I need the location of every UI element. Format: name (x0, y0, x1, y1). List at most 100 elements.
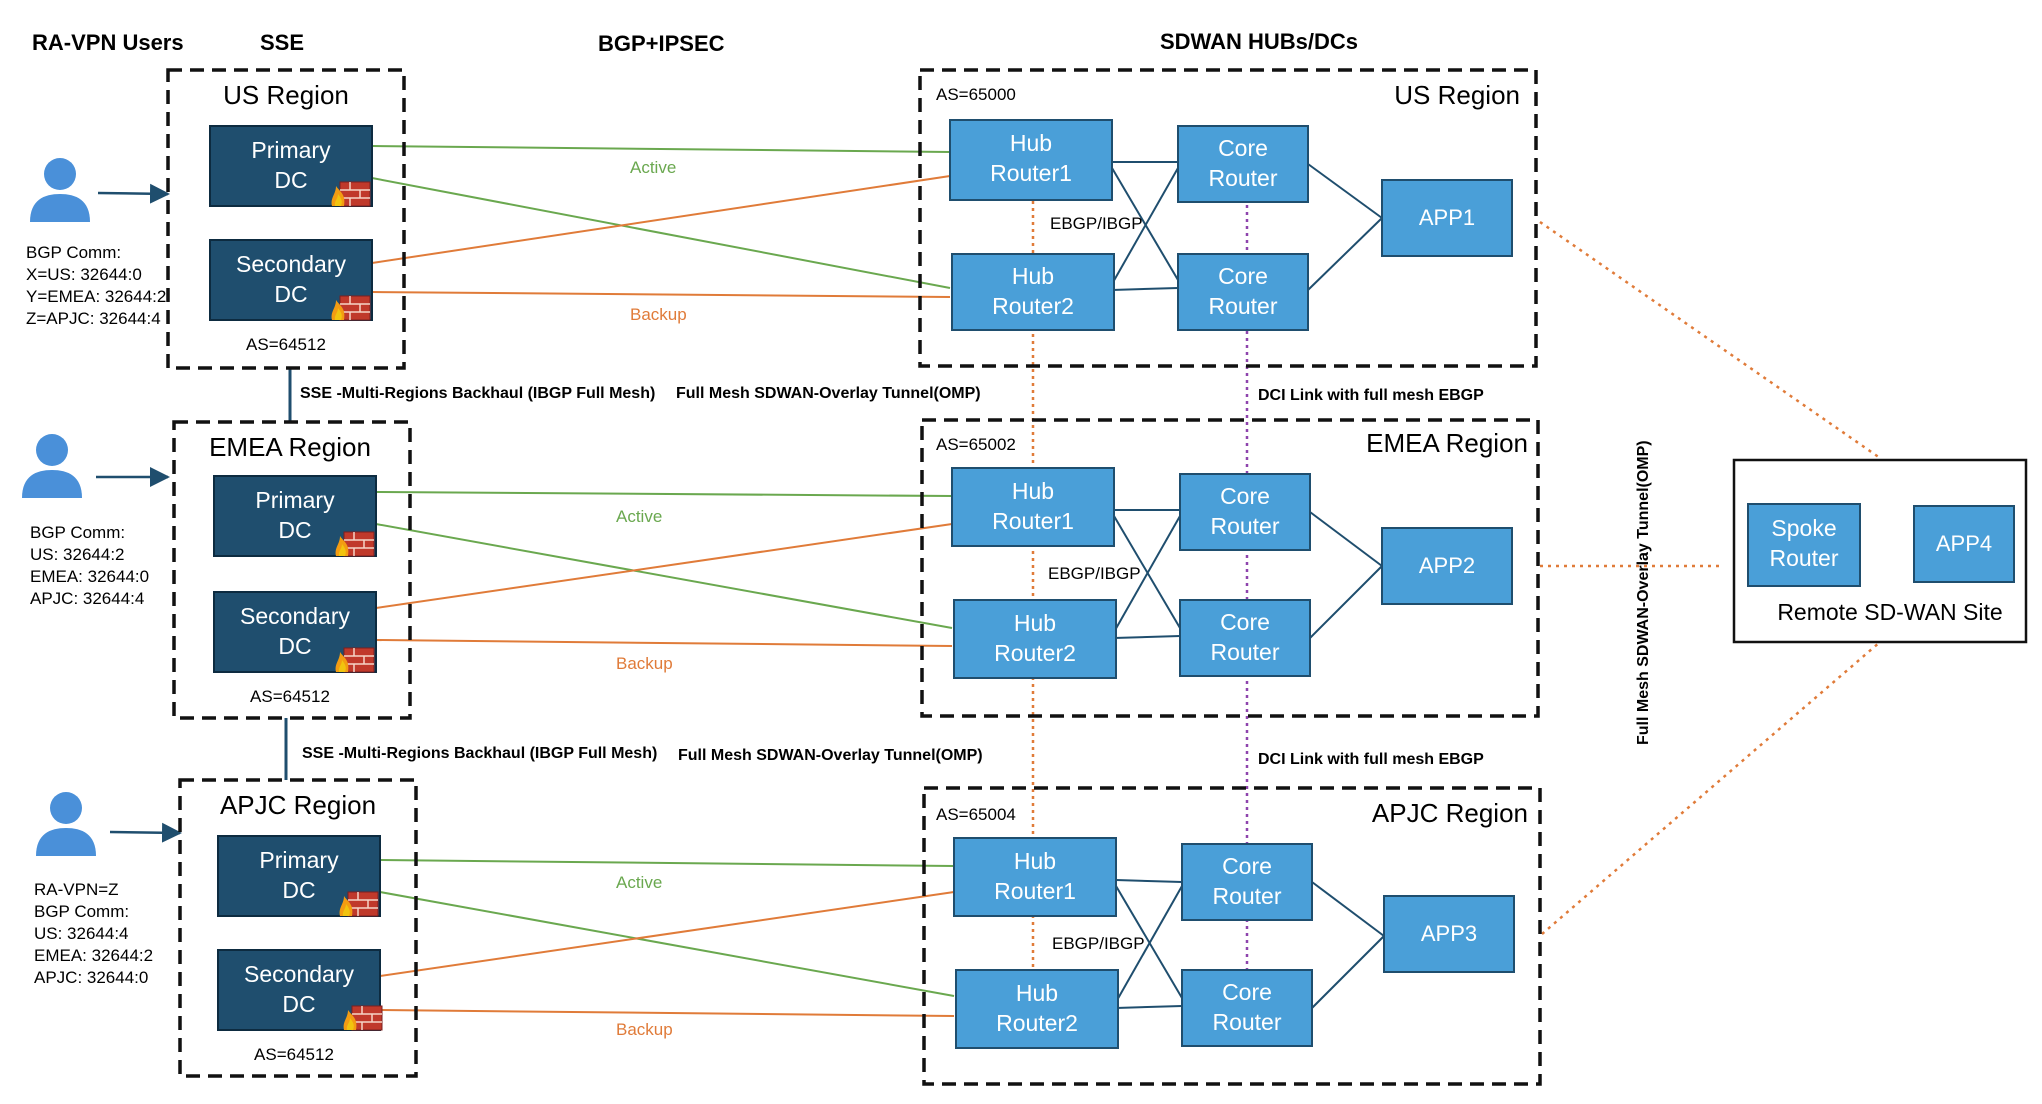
us-active-link (371, 145, 951, 153)
hub-us-core2-l1: Router (1208, 293, 1277, 319)
hub-us-core2 (1177, 253, 1309, 331)
sse-us-secondary-l1: DC (274, 281, 307, 307)
user-apjc-line-3: EMEA: 32644:2 (34, 946, 153, 965)
header-ravpn-users: RA-VPN Users (32, 30, 184, 55)
sse-us-primary-l1: DC (274, 167, 307, 193)
overlay-label-2: Full Mesh SDWAN-Overlay Tunnel(OMP) (678, 747, 983, 764)
hub-emea-title: EMEA Region (1366, 428, 1528, 458)
user-us-line-2: Y=EMEA: 32644:2 (26, 287, 166, 306)
hub-apjc-router1 (953, 837, 1117, 917)
sse-apjc-primary-l0: Primary (259, 847, 339, 873)
hub-apjc-as: AS=65004 (936, 805, 1016, 824)
hub-apjc-core2-l1: Router (1212, 1009, 1281, 1035)
hub-apjc-core1-l0: Core (1222, 853, 1272, 879)
user-emea-line-2: EMEA: 32644:0 (30, 567, 149, 586)
hub-us-core1-l0: Core (1218, 135, 1268, 161)
apjc-backup-label: Backup (616, 1020, 673, 1039)
sse-region-apjc: APJC Region Primary DC Secondary DC AS=6… (178, 778, 418, 1078)
sse-emea-primary-l0: Primary (255, 487, 335, 513)
user-emea-icon (22, 434, 82, 498)
sse-emea-primary-l1: DC (278, 517, 311, 543)
hub-emea-core2-l0: Core (1220, 609, 1270, 635)
hub-us-router2 (951, 253, 1115, 331)
hub-apjc-core2-l0: Core (1222, 979, 1272, 1005)
emea-active-link (375, 491, 953, 497)
vertical-overlay-label: Full Mesh SDWAN-Overlay Tunnel(OMP) (1635, 440, 1652, 745)
us-backup-cross-link (371, 175, 951, 264)
apjc-backup-link (379, 1009, 955, 1017)
hub-emea-router1-l1: Router1 (992, 508, 1074, 534)
app1-remote-link (1539, 220, 1881, 460)
hub-region-emea: AS=65002 EMEA Region Hub Router1 Hub Rou… (920, 418, 1540, 718)
hub-emea-app (1381, 527, 1513, 605)
hub-apjc-router1-l1: Router1 (994, 878, 1076, 904)
hub-emea-ebgp-label: EBGP/IBGP (1048, 564, 1141, 583)
sse-emea-secondary-l1: DC (278, 633, 311, 659)
sse-us-primary-l0: Primary (251, 137, 331, 163)
overlay-label-1: Full Mesh SDWAN-Overlay Tunnel(OMP) (676, 385, 981, 402)
hub-emea-core1-l0: Core (1220, 483, 1270, 509)
hub-emea-router1-l0: Hub (1012, 478, 1054, 504)
sse-backhaul-label-1: SSE -Multi-Regions Backhaul (IBGP Full M… (300, 385, 655, 402)
sse-backhaul-label-2: SSE -Multi-Regions Backhaul (IBGP Full M… (302, 745, 657, 762)
emea-active-label: Active (616, 507, 662, 526)
user-apjc-line-4: APJC: 32644:0 (34, 968, 148, 987)
apjc-backup-cross-link (379, 891, 955, 977)
hub-us-ebgp-label: EBGP/IBGP (1050, 214, 1143, 233)
sse-us-as: AS=64512 (246, 335, 326, 354)
hub-us-core2-l0: Core (1218, 263, 1268, 289)
user-us-line-0: BGP Comm: (26, 243, 121, 262)
remote-site-label: Remote SD-WAN Site (1777, 599, 2002, 625)
bgp-ipsec-links (371, 145, 955, 1017)
emea-active-cross-link (375, 523, 953, 629)
sse-apjc-primary-l1: DC (282, 877, 315, 903)
hub-emea-as: AS=65002 (936, 435, 1016, 454)
user-us-line-3: Z=APJC: 32644:4 (26, 309, 161, 328)
user-apjc-line-2: US: 32644:4 (34, 924, 129, 943)
user-us: BGP Comm: X=US: 32644:0 Y=EMEA: 32644:2 … (26, 158, 170, 328)
user-apjc-icon (36, 792, 96, 856)
user-apjc-line-1: BGP Comm: (34, 902, 129, 921)
us-backup-label: Backup (630, 305, 687, 324)
header-sdwan-hubs: SDWAN HUBs/DCs (1160, 29, 1358, 54)
sse-emea-title: EMEA Region (209, 432, 371, 462)
apjc-active-label: Active (616, 873, 662, 892)
hub-region-apjc: AS=65004 APJC Region Hub Router1 Hub Rou… (922, 786, 1542, 1086)
apjc-active-cross-link (379, 891, 955, 997)
hub-emea-core1 (1179, 473, 1311, 551)
sse-apjc-as: AS=64512 (254, 1045, 334, 1064)
hub-emea-router1 (951, 467, 1115, 547)
hub-apjc-ebgp-label: EBGP/IBGP (1052, 934, 1145, 953)
header-sse: SSE (260, 30, 304, 55)
sse-us-title: US Region (223, 80, 349, 110)
apjc-active-link (379, 859, 955, 867)
hub-us-router2-l1: Router2 (992, 293, 1074, 319)
emea-mesh-links (1113, 509, 1383, 639)
apjc-mesh-links (1115, 879, 1385, 1009)
user-apjc-line-0: RA-VPN=Z (34, 880, 119, 899)
sse-region-us: US Region Primary DC Secondary DC AS=645… (166, 68, 406, 370)
us-active-label: Active (630, 158, 676, 177)
header-bgp-ipsec: BGP+IPSEC (598, 31, 725, 56)
remote-sdwan-site: Spoke Router APP4 Remote SD-WAN Site (1732, 458, 2028, 644)
hub-us-router2-l0: Hub (1012, 263, 1054, 289)
spoke-router-l0: Spoke (1771, 515, 1836, 541)
sse-emea-as: AS=64512 (250, 687, 330, 706)
hub-us-router1 (949, 119, 1113, 201)
spoke-router (1747, 503, 1861, 587)
user-emea-line-3: APJC: 32644:4 (30, 589, 144, 608)
hub-emea-router2-l1: Router2 (994, 640, 1076, 666)
hub-emea-router2 (953, 599, 1117, 679)
us-backup-link (371, 291, 951, 298)
hub-us-as: AS=65000 (936, 85, 1016, 104)
user-emea-line-1: US: 32644:2 (30, 545, 125, 564)
hub-apjc-router2-l0: Hub (1016, 980, 1058, 1006)
us-active-cross-link (371, 177, 951, 289)
hub-us-core1-l1: Router (1208, 165, 1277, 191)
hub-us-core1 (1177, 125, 1309, 203)
hub-us-title: US Region (1394, 80, 1520, 110)
hub-apjc-app-label: APP3 (1421, 921, 1477, 946)
hub-emea-core1-l1: Router (1210, 513, 1279, 539)
sse-apjc-secondary-l0: Secondary (244, 961, 354, 987)
